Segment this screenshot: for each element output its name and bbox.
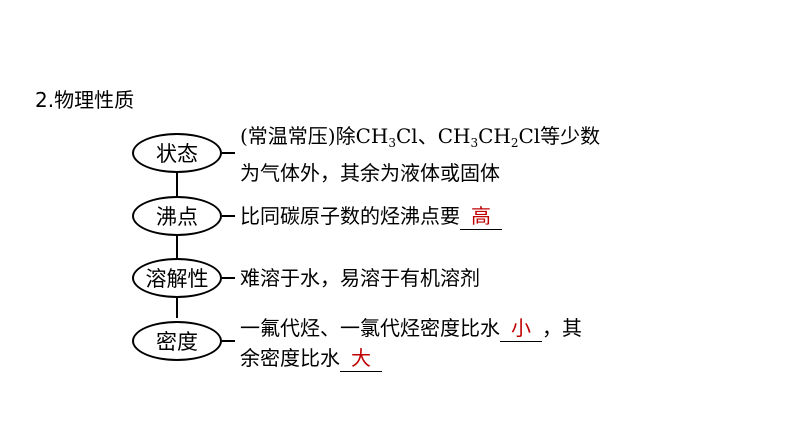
connector-density [222, 340, 235, 342]
oval-density: 密度 [132, 321, 222, 361]
desc-state: (常温常压)除CH3Cl、CH3CH2Cl等少数 为气体外，其余为液体或固体 [240, 121, 600, 188]
connector-boiling-point [222, 215, 235, 217]
oval-density-label: 密度 [156, 330, 198, 354]
oval-state-label: 状态 [156, 142, 198, 166]
oval-boiling-point-label: 沸点 [156, 205, 198, 229]
answer-blank-density-1: 小 [500, 315, 542, 342]
oval-solubility: 溶解性 [132, 258, 222, 298]
oval-state: 状态 [132, 133, 222, 173]
desc-density-line2: 余密度比水大 [240, 343, 582, 373]
section-heading: 2.物理性质 [35, 88, 135, 112]
connector-state [222, 152, 235, 154]
desc-boiling-point: 比同碳原子数的烃沸点要高 [240, 201, 502, 231]
desc-solubility: 难溶于水，易溶于有机溶剂 [240, 266, 480, 290]
oval-solubility-label: 溶解性 [145, 267, 209, 291]
desc-state-line1: (常温常压)除CH3Cl、CH3CH2Cl等少数 [240, 124, 601, 150]
desc-state-line2: 为气体外，其余为液体或固体 [240, 161, 500, 185]
connector-solubility [222, 277, 235, 279]
desc-density-line1: 一氟代烃、一氯代烃密度比水小，其 [240, 315, 582, 342]
oval-boiling-point: 沸点 [132, 196, 222, 236]
connector-trunk [176, 172, 178, 318]
desc-density: 一氟代烃、一氯代烃密度比水小，其 余密度比水大 [240, 313, 582, 373]
answer-blank-boiling: 高 [460, 203, 502, 230]
answer-blank-density-2: 大 [340, 345, 382, 372]
